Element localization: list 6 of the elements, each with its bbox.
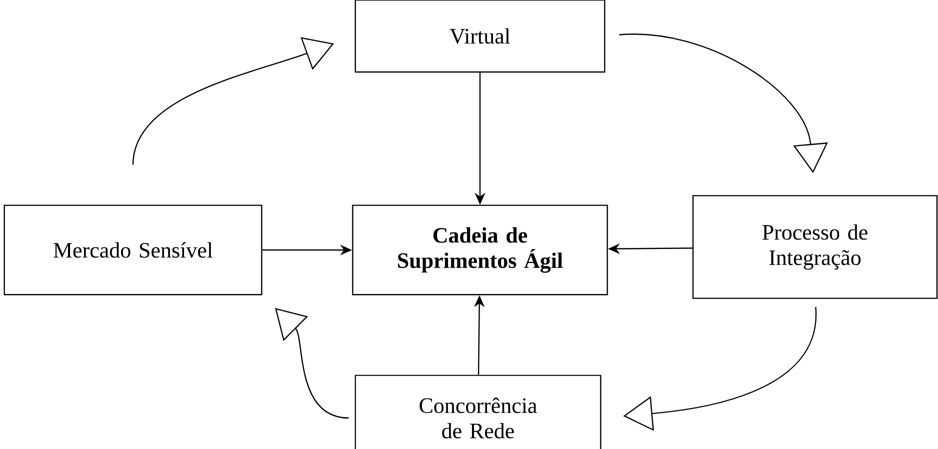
central-box: Cadeia de Suprimentos Ágil bbox=[352, 204, 608, 296]
process-box: Mercado Sensível bbox=[4, 204, 262, 296]
process-box: Virtual bbox=[354, 0, 606, 73]
curved-arrow bbox=[275, 308, 349, 419]
process-box: Concorrência de Rede bbox=[354, 374, 602, 449]
process-box: Processo de Integração bbox=[692, 195, 938, 299]
